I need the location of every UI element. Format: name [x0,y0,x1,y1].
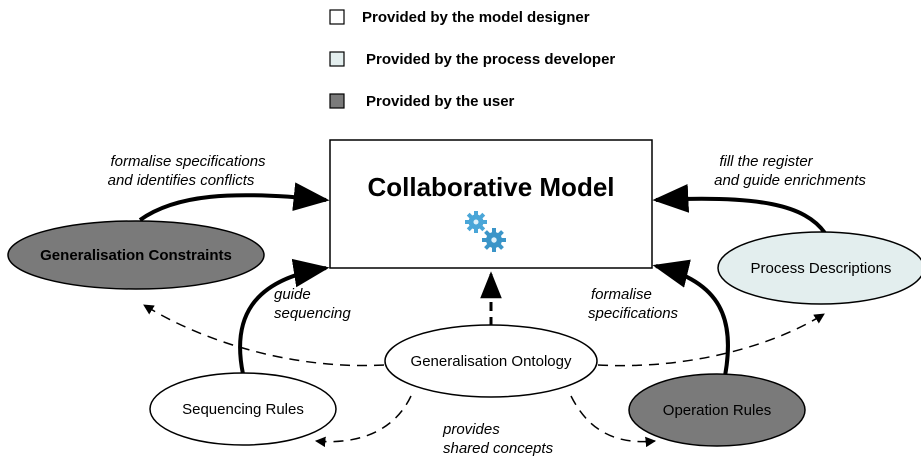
node-label-generalisation-constraints: Generalisation Constraints [40,247,232,264]
gears-icon [465,211,506,252]
legend-item-designer: Provided by the model designer [329,9,590,26]
edge-label-line: specifications [588,305,679,322]
legend-item-developer: Provided by the process developer [329,51,615,68]
legend-swatch-user [329,93,345,109]
edge-label-line: provides [442,421,500,438]
node-label-operation-rules: Operation Rules [663,402,771,419]
edge-label-line: formalise specifications [110,153,266,170]
legend-label-developer: Provided by the process developer [366,51,615,68]
node-process-descriptions[interactable]: Process Descriptions [717,231,921,305]
legend-swatch-designer [329,9,345,25]
edge-label-formalise-conflicts: formalise specifications and identifies … [108,153,266,189]
node-label-process-descriptions: Process Descriptions [751,260,892,277]
edge-label-line: and identifies conflicts [108,172,255,189]
edge-ontology-to-process [597,313,825,367]
node-sequencing-rules[interactable]: Sequencing Rules [149,372,337,446]
legend-label-user: Provided by the user [366,93,515,110]
edge-constraints-to-model [138,182,330,222]
edge-label-line: sequencing [274,305,351,322]
edge-ontology-to-operation [570,395,657,448]
edge-ontology-to-constraints [143,304,385,367]
edge-label-line: and guide enrichments [714,172,866,189]
edge-label-line: guide [274,286,311,303]
edge-label-line: formalise [591,286,652,303]
node-label-generalisation-ontology: Generalisation Ontology [411,353,572,370]
edge-label-guide-sequencing: guide sequencing [274,286,351,322]
legend-swatch-developer [329,51,345,67]
edge-label-fill-register: fill the register and guide enrichments [714,153,866,189]
node-operation-rules[interactable]: Operation Rules [628,373,806,447]
edge-ontology-to-sequencing [314,395,412,448]
node-generalisation-ontology[interactable]: Generalisation Ontology [384,324,598,398]
edge-operation-to-model [652,259,730,377]
collaborative-model-frame [329,139,653,269]
collaborative-model-box[interactable]: Collaborative Model [329,139,653,269]
legend-item-user: Provided by the user [329,93,515,110]
edge-label-line: fill the register [719,153,813,170]
collaborative-model-title: Collaborative Model [367,172,614,202]
edge-label-shared-concepts: provides shared concepts [442,421,554,457]
legend-label-designer: Provided by the model designer [362,9,590,26]
edge-process-to-model [652,184,827,235]
legend: Provided by the model designer Provided … [329,9,615,110]
edge-label-line: shared concepts [443,440,554,457]
node-generalisation-constraints[interactable]: Generalisation Constraints [7,220,265,290]
node-label-sequencing-rules: Sequencing Rules [182,401,304,418]
edge-label-formalise-specs: formalise specifications [588,286,679,322]
edge-sequencing-to-model [238,258,330,375]
